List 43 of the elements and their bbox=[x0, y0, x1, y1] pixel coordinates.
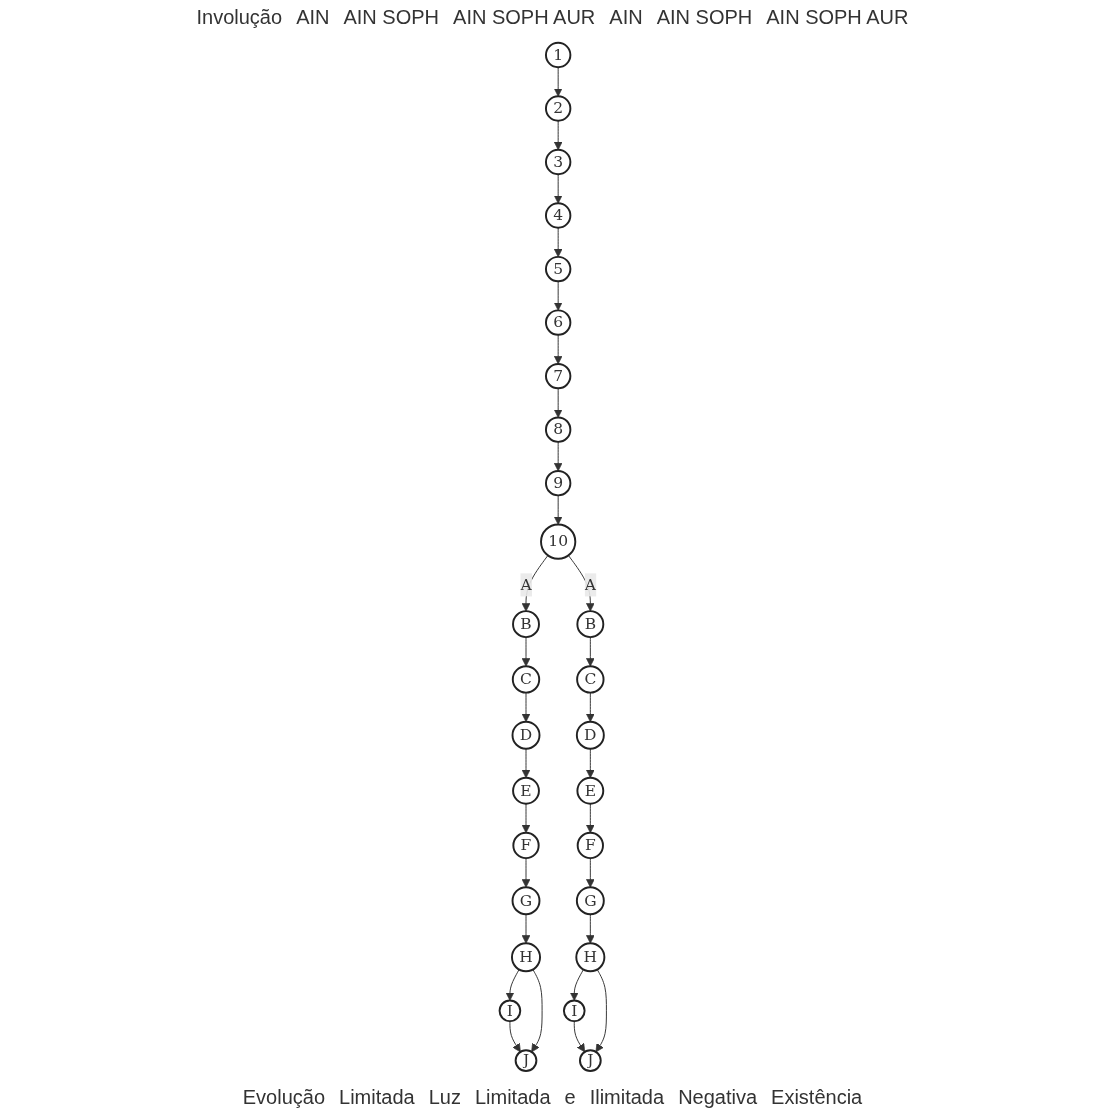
node-circle: 2 bbox=[544, 95, 571, 122]
node-circle: G bbox=[575, 886, 605, 916]
node-circle: I bbox=[562, 999, 586, 1023]
ring-label: Negativa bbox=[678, 1086, 758, 1109]
node-circle: 9 bbox=[544, 470, 571, 497]
node-circle: B bbox=[511, 610, 540, 639]
node-circle: B bbox=[575, 610, 604, 639]
ring-label: AIN SOPH bbox=[656, 6, 753, 29]
node-circle: 1 bbox=[544, 41, 571, 69]
node-circle: I bbox=[498, 999, 521, 1023]
node-circle: D bbox=[575, 720, 605, 750]
node-circle: 4 bbox=[544, 202, 571, 229]
ring-label: Luz bbox=[428, 1086, 461, 1109]
node-circle: H bbox=[574, 942, 605, 973]
edge-label: A bbox=[519, 575, 532, 594]
ring-label: AIN bbox=[296, 6, 330, 29]
node-circle: F bbox=[511, 831, 540, 860]
node-circle: D bbox=[511, 720, 540, 750]
node-circle: E bbox=[575, 776, 604, 805]
ring-label: AIN SOPH bbox=[343, 6, 440, 29]
ring-label: Limitada bbox=[474, 1086, 551, 1109]
node-circle: E bbox=[511, 776, 540, 805]
ring-label: Existência bbox=[771, 1086, 863, 1109]
ring-label: AIN SOPH AUR bbox=[766, 6, 909, 29]
node-circle: 10 bbox=[539, 523, 576, 560]
node-circle: 3 bbox=[544, 148, 571, 176]
ring-label: AIN bbox=[609, 6, 643, 29]
node-circle: G bbox=[511, 886, 540, 916]
ring-label: AIN SOPH AUR bbox=[453, 6, 596, 29]
node-circle: 7 bbox=[544, 362, 571, 390]
node-circle: 8 bbox=[544, 416, 571, 443]
ring-label: Evolução bbox=[242, 1086, 326, 1109]
node-circle: H bbox=[510, 942, 541, 973]
edge-label: A bbox=[584, 575, 596, 594]
node-circle: F bbox=[576, 831, 604, 860]
node-circle: C bbox=[511, 665, 540, 694]
ring-label: e bbox=[564, 1086, 576, 1109]
ring-label: Ilimitada bbox=[589, 1086, 665, 1109]
node-circle: C bbox=[575, 665, 604, 694]
ring-label: Involução bbox=[196, 6, 283, 29]
ring-label: Limitada bbox=[339, 1086, 415, 1109]
node-circle: 5 bbox=[544, 255, 571, 283]
node-circle: 6 bbox=[544, 309, 571, 336]
